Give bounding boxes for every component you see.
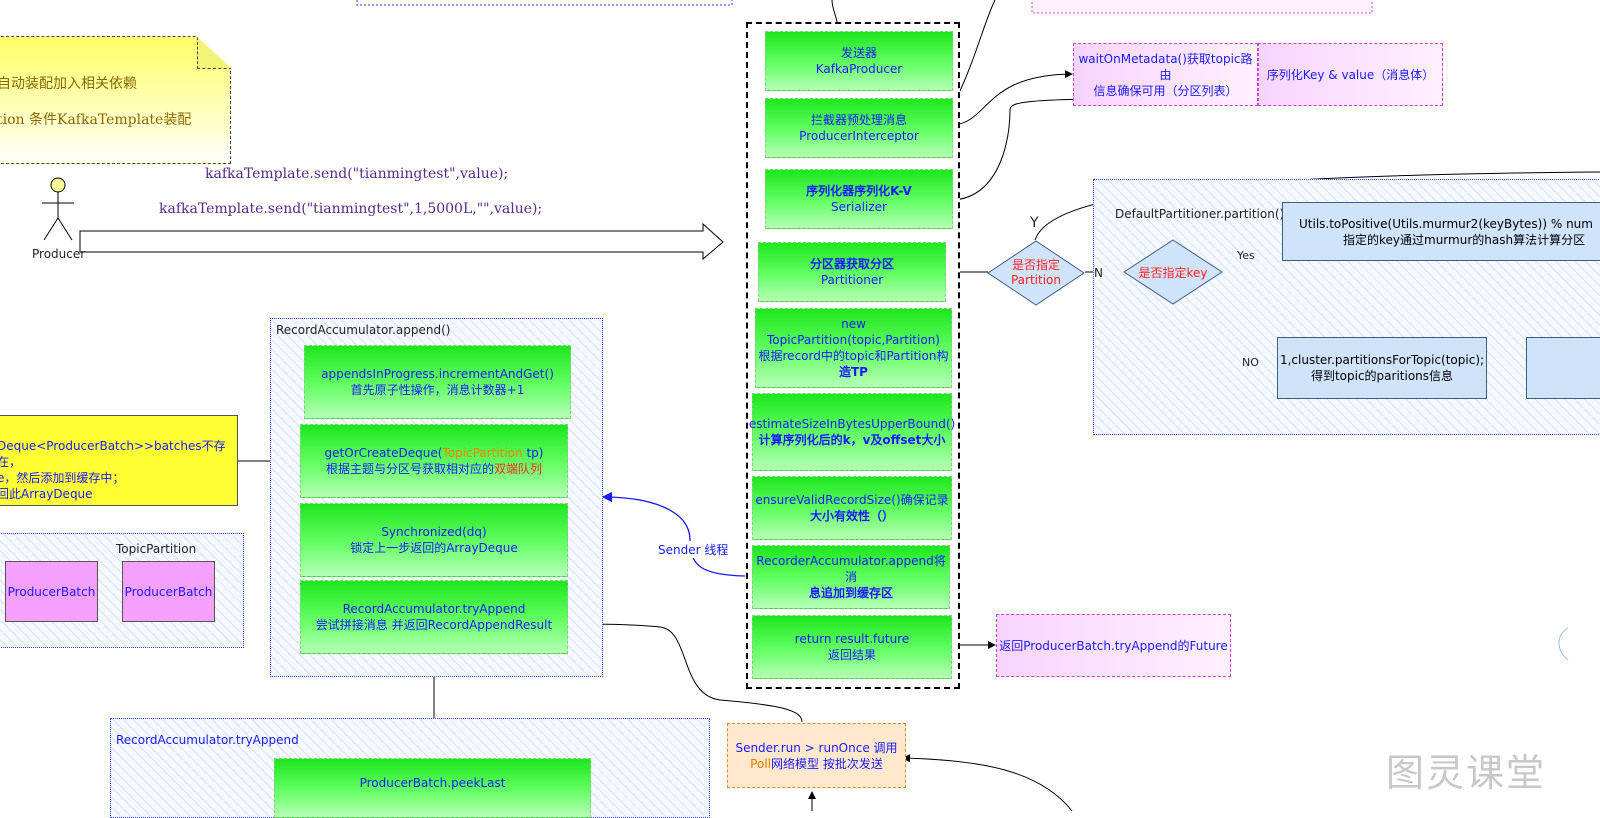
- dependency-note: 自动装配加入相关依赖 tion 条件KafkaTemplate装配: [0, 36, 231, 164]
- n-branch-label: N: [1094, 266, 1103, 280]
- step-peek-last: ProducerBatch.peekLast: [274, 758, 591, 818]
- producer-actor-icon: [42, 177, 74, 241]
- watermark-logo: 图灵课堂: [1386, 751, 1547, 795]
- try-append-title: RecordAccumulator.tryAppend: [116, 733, 299, 747]
- producer-batch-2: ProducerBatch: [122, 561, 215, 622]
- yes-branch-label: Yes: [1237, 249, 1255, 262]
- step-synchronized-dq: Synchronized(dq)锁定上一步返回的ArrayDeque: [300, 503, 568, 577]
- no-branch-label: NO: [1242, 356, 1259, 369]
- serialize-key-value-box: 序列化Key & value（消息体）: [1258, 43, 1443, 106]
- note-line-1: 自动装配加入相关依赖: [0, 76, 137, 92]
- topic-partition-title: TopicPartition: [116, 542, 197, 556]
- cluster-partitions-box: 1,cluster.partitionsForTopic(topic);得到to…: [1277, 337, 1487, 399]
- sender-thread-label: Sender 线程: [658, 541, 729, 558]
- murmur-hash-box: Utils.toPositive(Utils.murmur2(keyBytes)…: [1282, 202, 1600, 261]
- step-get-or-create-deque: getOrCreateDeque(TopicPartition tp) 根据主题…: [300, 424, 568, 498]
- wait-on-metadata-box: waitOnMetadata()获取topic路由信息确保可用（分区列表）: [1073, 43, 1258, 106]
- producer-big-arrow: [79, 222, 724, 261]
- producer-actor-label: Producer: [32, 247, 86, 261]
- step-new-topic-partition: new TopicPartition(topic,Partition)根据rec…: [755, 308, 952, 388]
- default-partitioner-title: DefaultPartitioner.partition(): [1115, 207, 1285, 221]
- deque-create-note: Deque<ProducerBatch>>batches不存在，e，然后添加到缓…: [0, 415, 238, 506]
- decision-partition-diamond: [987, 240, 1085, 306]
- note-line-2: tion 条件KafkaTemplate装配: [0, 112, 192, 128]
- decision-key-diamond: [1123, 239, 1223, 305]
- y-branch-label: Y: [1030, 215, 1039, 231]
- top-partial-box-1: [356, 0, 733, 6]
- sender-run-box: Sender.run > runOnce 调用 Poll网络模型 按批次发送: [727, 723, 906, 788]
- step-increment-counter: appendsInProgress.incrementAndGet()首先原子性…: [304, 345, 571, 419]
- decision-key-text: 是否指定key: [1138, 266, 1208, 280]
- future-result-box: 返回ProducerBatch.tryAppend的Future: [996, 614, 1231, 677]
- partition-next-box: [1526, 337, 1600, 399]
- step-estimate-size: estimateSizeInBytesUpperBound()计算序列化后的k，…: [749, 393, 955, 471]
- code-send-line-1: kafkaTemplate.send("tianmingtest",value)…: [205, 166, 509, 182]
- accumulator-append-title: RecordAccumulator.append(): [276, 323, 451, 337]
- step-accumulator-append: RecorderAccumulator.append将消息追加到缓存区: [752, 545, 950, 609]
- producer-batch-1: ProducerBatch: [5, 561, 98, 622]
- code-send-line-2: kafkaTemplate.send("tianmingtest",1,5000…: [159, 201, 543, 217]
- step-ensure-valid-size: ensureValidRecordSize()确保记录大小有效性（）: [752, 476, 952, 540]
- top-partial-box-2: [1031, 0, 1373, 14]
